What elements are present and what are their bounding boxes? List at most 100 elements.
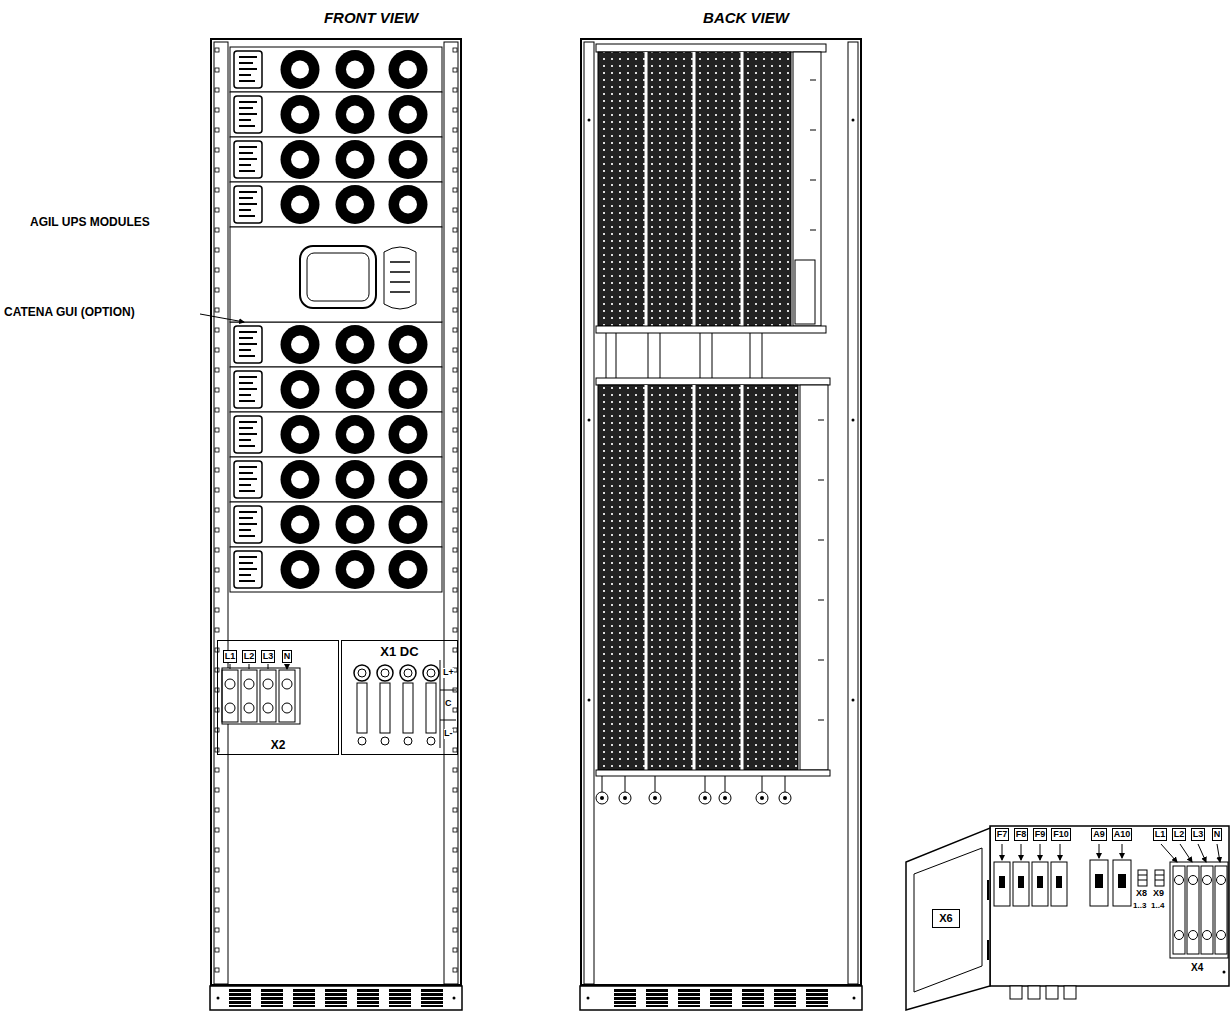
cable-gland: [602, 776, 785, 792]
x4-terminal-block: [1215, 866, 1227, 954]
terminal-tag: L2: [1172, 828, 1187, 841]
leader-line: [1122, 844, 1123, 858]
terminal-label: X4: [1191, 962, 1203, 973]
terminal-enclosure: [906, 826, 1229, 1010]
x2-terminal-block: [222, 664, 300, 724]
cable-gland: [756, 792, 768, 804]
ups-module: [230, 47, 442, 92]
terminal-label: X2: [218, 738, 338, 752]
terminal-label: X1 DC: [342, 644, 457, 659]
gui-panel: [307, 253, 369, 301]
x1-dc-fuses: [377, 665, 393, 681]
back-mesh-panel: [596, 378, 830, 385]
back-mesh-panel: [596, 770, 830, 776]
cable-gland: [649, 792, 661, 804]
back-plinth: [587, 997, 590, 1000]
leader-line: [1180, 844, 1192, 862]
x1-dc-fuses: [358, 669, 366, 677]
front-cabinet-frame: [214, 42, 228, 984]
back-mesh-panel: [646, 385, 742, 770]
x4-terminal-block: [1175, 876, 1184, 885]
front-plinth: [210, 986, 462, 1010]
terminal-tag: A10: [1112, 828, 1133, 841]
breaker-symbol: [1138, 870, 1147, 886]
terminal-tag: X6: [932, 909, 959, 928]
cable-gland: [600, 796, 604, 800]
terminal-label: 1..4: [1151, 902, 1164, 911]
breaker-symbol: [1037, 876, 1043, 888]
terminal-label: 1..3: [1133, 902, 1146, 911]
x2-terminal-block: [263, 703, 273, 713]
x4-terminal-block: [1173, 866, 1185, 954]
back-plinth: [614, 989, 828, 1007]
breaker-symbol: [1013, 862, 1029, 906]
cable-gland: [760, 796, 764, 800]
x2-terminal-block: [279, 670, 295, 722]
leader-line: [1198, 844, 1206, 862]
front-plinth: [453, 997, 456, 1000]
x2-terminal-block: [230, 664, 287, 669]
ups-module: [230, 322, 442, 367]
ups-module: [230, 47, 442, 592]
terminal-label: F9: [1035, 829, 1046, 840]
breaker-symbol: [1155, 870, 1164, 886]
x1-dc-fuses: [381, 669, 389, 677]
x1-dc-fuses: [423, 665, 439, 681]
front-plinth: [210, 986, 462, 1010]
back-cabinet-frame: [588, 119, 591, 122]
terminal-tag: F10: [1051, 828, 1071, 841]
view-title: FRONT VIEW: [247, 9, 495, 26]
breaker-symbol: [999, 876, 1005, 888]
x2-terminal-block: [244, 703, 254, 713]
terminal-tag: L3: [261, 650, 276, 663]
terminal-label: F8: [1016, 829, 1027, 840]
cable-entry: [1010, 986, 1076, 999]
ups-module: [230, 92, 442, 137]
cable-entry: [1064, 986, 1076, 999]
x1-dc-fuses: [427, 669, 435, 677]
x1-dc-fuses: [400, 665, 416, 681]
x2-terminal-block: [282, 679, 292, 689]
callout-label: AGIL UPS MODULES: [30, 216, 150, 229]
terminal-label: L1: [225, 651, 236, 662]
x2-terminal-block: [225, 679, 235, 689]
ups-module: [230, 457, 442, 502]
back-mesh-panel: [596, 326, 826, 333]
x1-dc-fuses: [358, 737, 366, 745]
back-plinth: [853, 997, 856, 1000]
terminal-label: A9: [1093, 829, 1105, 840]
x4-terminal-block: [1203, 931, 1212, 940]
back-mesh-panel: [596, 44, 826, 52]
cable-entry: [1028, 986, 1040, 999]
callout-label: CATENA GUI (OPTION): [4, 306, 135, 319]
x1-dc-fuses: [404, 669, 412, 677]
breaker-symbol: [1018, 876, 1024, 888]
terminal-enclosure: [914, 848, 982, 992]
cable-entry: [1046, 986, 1058, 999]
x1-dc-fuses: [354, 660, 456, 748]
terminal-label: L+: [443, 668, 454, 678]
ups-module: [230, 412, 442, 457]
x1-dc-fuses: [381, 737, 389, 745]
terminal-enclosure: [990, 826, 1229, 986]
x4-terminal-block: [1189, 876, 1198, 885]
cable-gland: [623, 796, 627, 800]
x1-dc-fuses: [404, 737, 412, 745]
terminal-enclosure: [1223, 971, 1226, 974]
leader-line: [1060, 844, 1061, 860]
breaker-symbol: [994, 862, 1010, 906]
leader-line: [200, 314, 244, 322]
back-mesh-panel: [793, 52, 821, 326]
terminal-label: A10: [1114, 829, 1131, 840]
x1-dc-fuses: [403, 683, 413, 733]
breaker-symbol: [994, 860, 1164, 906]
cable-gland: [699, 792, 711, 804]
front-cabinet-frame: [444, 42, 458, 984]
x2-terminal-block: [241, 670, 257, 722]
terminal-label: N: [1214, 829, 1221, 840]
back-cabinet-frame: [588, 699, 591, 702]
breaker-symbol: [1090, 860, 1108, 906]
leader-line: [1002, 844, 1003, 860]
x4-terminal-block: [1175, 931, 1184, 940]
